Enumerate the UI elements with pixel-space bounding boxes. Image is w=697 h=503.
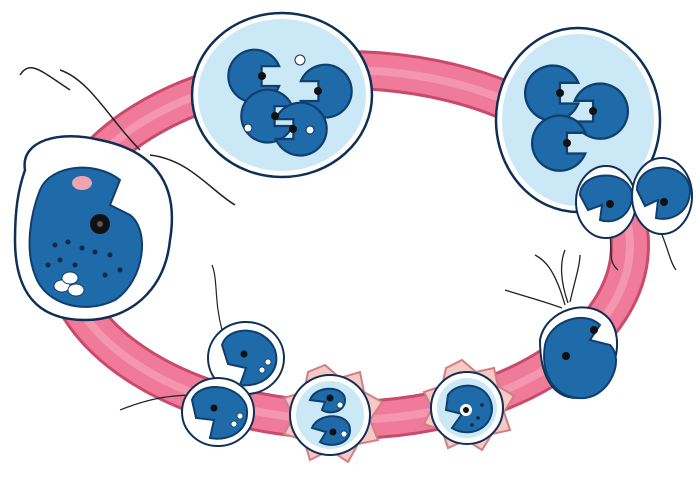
stage-cyst-four-cells xyxy=(192,13,372,177)
stage-flower-cyst-two xyxy=(284,365,382,462)
